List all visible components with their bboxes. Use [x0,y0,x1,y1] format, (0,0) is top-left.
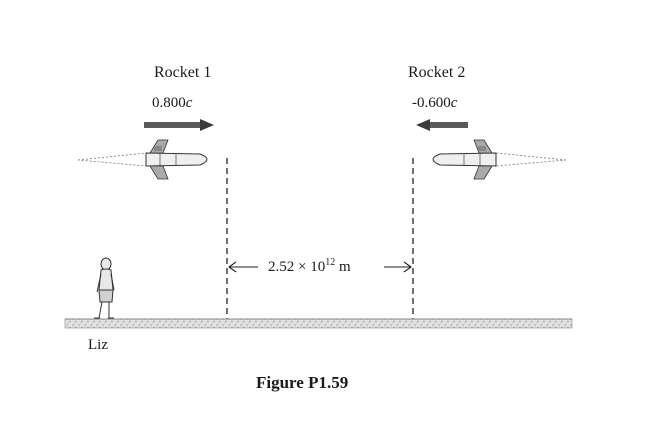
rocket2-label: Rocket 2 [408,64,466,81]
rocket2-speed: -0.600c [412,95,457,112]
distance-exponent: 12 [325,257,336,268]
rocket1-speed-unit: c [185,95,193,111]
liz-label: Liz [88,337,108,353]
rocket2-velocity-arrow [416,119,468,131]
rocket1-speed: 0.800c [152,95,192,112]
distance-mantissa: 2.52 [268,259,295,275]
distance-times: × [298,259,307,275]
rocket1-icon [77,139,208,180]
rocket2-speed-unit: c [450,95,458,111]
figure-caption: Figure P1.59 [256,373,349,392]
rocket1-velocity-arrow [144,119,214,131]
rocket1-label: Rocket 1 [154,64,212,81]
distance-arrow-left [228,261,258,273]
rocket2-speed-value: -0.600 [412,95,451,111]
distance-base: 10 [310,259,326,275]
distance-label: 2.52 × 1012 m [268,257,351,276]
distance-arrow-right [384,261,412,273]
ground [64,318,573,329]
rocket1-speed-value: 0.800 [152,95,186,111]
liz-figure-icon [94,257,115,319]
distance-unit: m [338,259,351,275]
rocket2-icon [432,139,567,180]
